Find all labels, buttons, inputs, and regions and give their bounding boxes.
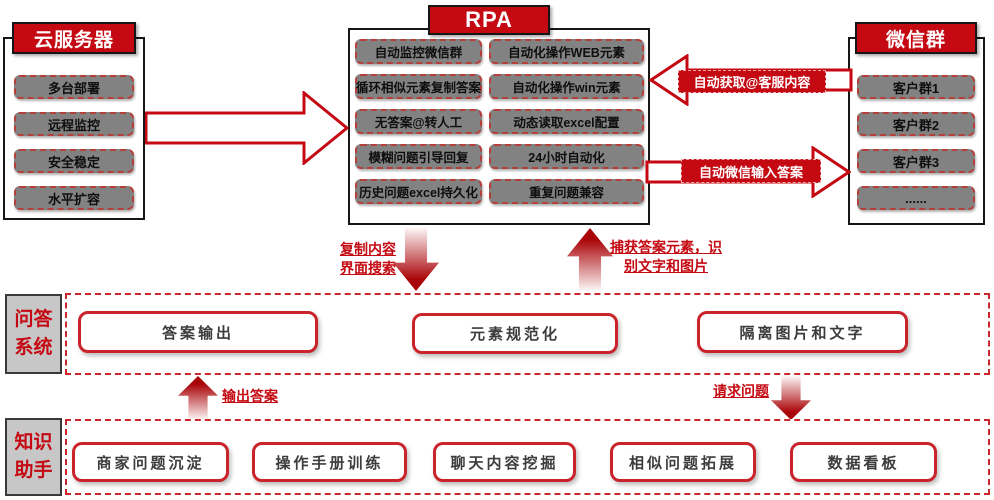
qa-box-element-normalize: 元素规范化 — [412, 313, 618, 354]
copy-note: 复制内容 界面搜索 — [340, 241, 396, 276]
arrow-cloud-to-rpa-icon — [145, 91, 349, 165]
cloud-feature: 水平扩容 — [14, 186, 134, 210]
cloud-feature: 远程监控 — [14, 112, 134, 136]
knowledge-assistant-label: 知识 助手 — [5, 418, 62, 496]
cloud-server-title: 云服务器 — [12, 22, 136, 54]
cloud-feature: 多台部署 — [14, 75, 134, 99]
rpa-feature: 动态读取excel配置 — [489, 109, 644, 134]
rpa-feature: 24小时自动化 — [489, 144, 644, 169]
capture-note: 捕获答案元素，识 别文字和图片 — [610, 239, 722, 274]
rpa-feature: 自动化操作WEB元素 — [489, 39, 644, 64]
customer-group: ...... — [857, 186, 975, 210]
request-question-note: 请求问题 — [713, 383, 769, 399]
rpa-feature-grid: 自动监控微信群 自动化操作WEB元素 循环相似元素复制答案 自动化操作win元素… — [355, 39, 644, 204]
flow-input-label: 自动微信输入答案 — [681, 159, 821, 183]
qa-box-answer-output: 答案输出 — [78, 311, 318, 353]
rpa-feature: 循环相似元素复制答案 — [355, 74, 482, 99]
arrow-capture-up-icon — [567, 228, 613, 291]
customer-group: 客户群3 — [857, 149, 975, 173]
customer-group: 客户群1 — [857, 75, 975, 99]
ka-box-chat-mining: 聊天内容挖掘 — [433, 442, 576, 482]
qa-box-isolate-image-text: 隔离图片和文字 — [697, 311, 908, 353]
rpa-feature: 模糊问题引导回复 — [355, 144, 482, 169]
ka-box-data-dashboard: 数据看板 — [790, 442, 937, 482]
cloud-feature: 安全稳定 — [14, 149, 134, 173]
qa-system-label: 问答 系统 — [5, 294, 62, 374]
ka-box-manual-training: 操作手册训练 — [252, 442, 407, 482]
arrow-request-question-down-icon — [771, 376, 811, 420]
rpa-feature: 重复问题兼容 — [489, 179, 644, 204]
rpa-title: RPA — [428, 5, 550, 35]
ka-box-similar-questions: 相似问题拓展 — [610, 442, 756, 482]
arrow-copy-down-icon — [393, 228, 439, 291]
wechat-title: 微信群 — [855, 22, 977, 54]
rpa-feature: 自动化操作win元素 — [489, 74, 644, 99]
rpa-feature: 历史问题excel持久化 — [355, 179, 482, 204]
cloud-server-items: 多台部署 远程监控 安全稳定 水平扩容 — [14, 75, 134, 223]
customer-group: 客户群2 — [857, 112, 975, 136]
rpa-feature: 自动监控微信群 — [355, 39, 482, 64]
output-answer-note: 输出答案 — [222, 388, 278, 404]
arrow-output-answer-up-icon — [178, 376, 218, 420]
wechat-items: 客户群1 客户群2 客户群3 ...... — [857, 75, 975, 223]
flow-fetch-label: 自动获取@客服内容 — [678, 70, 826, 93]
ka-box-merchant-questions: 商家问题沉淀 — [72, 442, 229, 482]
rpa-feature: 无答案@转人工 — [355, 109, 482, 134]
